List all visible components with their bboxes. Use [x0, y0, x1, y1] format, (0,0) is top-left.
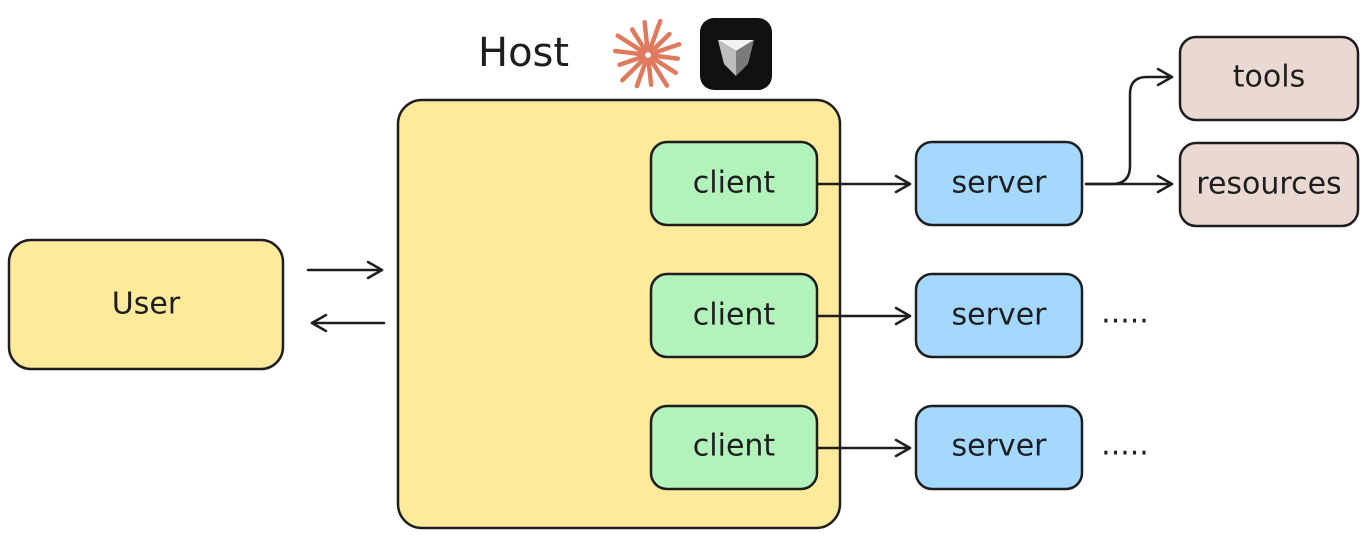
server-node-1: server	[914, 140, 1084, 227]
burst-ray	[642, 19, 650, 53]
burst-ray	[634, 57, 649, 89]
client-node-2: client	[649, 272, 819, 359]
ellipsis-label: .....	[1101, 428, 1149, 463]
arrow-user-to-host	[306, 260, 384, 280]
burst-ray	[649, 55, 679, 76]
server-node-3: server	[914, 404, 1084, 491]
burst-ray	[647, 18, 663, 53]
sparkle-burst-icon	[612, 18, 682, 89]
tools-label: tools	[1233, 60, 1305, 95]
server-label: server	[952, 166, 1048, 201]
user-label: User	[112, 287, 181, 322]
app-cube-icon	[700, 18, 772, 90]
client-node-3: client	[649, 404, 819, 491]
burst-ray	[650, 53, 681, 61]
arrow-host-to-user	[310, 313, 386, 333]
server-label: server	[952, 298, 1048, 333]
tools-node: tools	[1178, 35, 1360, 122]
arrow-client-to-server-3	[816, 438, 912, 458]
burst-ray	[615, 33, 647, 55]
burst-ray	[629, 27, 648, 53]
burst-ray	[646, 57, 654, 88]
client-label: client	[693, 429, 776, 464]
server-node-2: server	[914, 272, 1084, 359]
burst-ray	[620, 56, 647, 83]
user-node: User	[7, 238, 285, 371]
burst-ray	[648, 57, 670, 88]
arrow-client-to-server-1	[816, 174, 912, 194]
burst-ray	[650, 42, 682, 56]
ellipsis-label: .....	[1101, 296, 1149, 331]
burst-ray	[649, 31, 672, 54]
client-label: client	[693, 298, 776, 333]
arrow-client-to-server-2	[816, 306, 912, 326]
burst-ray	[617, 54, 646, 67]
resources-node: resources	[1178, 141, 1360, 228]
burst-ray	[612, 48, 646, 57]
host-title: Host	[478, 30, 569, 76]
server-label: server	[952, 429, 1048, 464]
client-label: client	[693, 166, 776, 201]
resources-label: resources	[1196, 167, 1341, 202]
client-node-1: client	[649, 140, 819, 227]
arrow-server-to-tools	[1084, 67, 1174, 186]
